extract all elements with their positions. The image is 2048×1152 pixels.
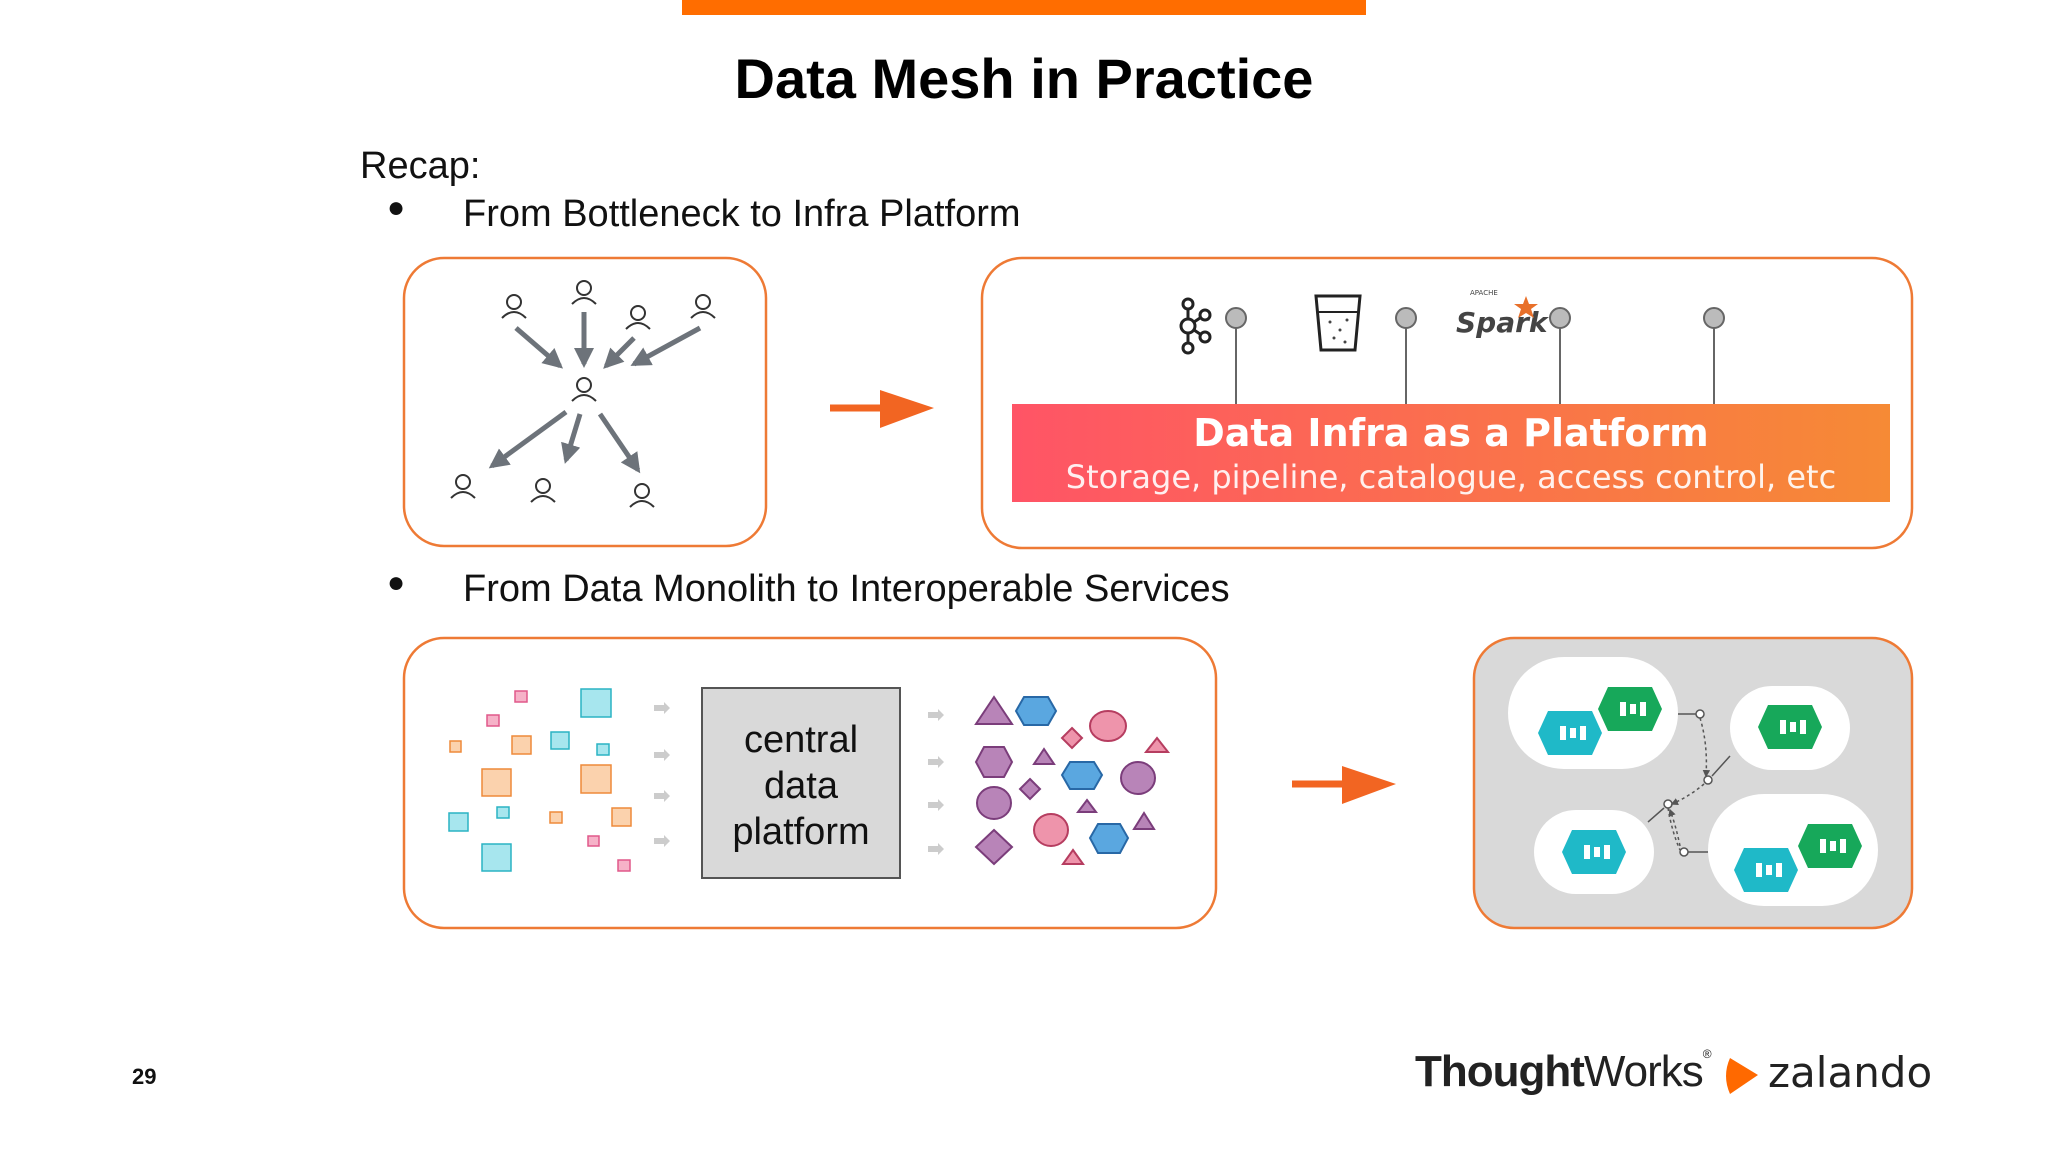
person-icon (501, 294, 527, 319)
small-gray-arrows-in (654, 702, 670, 847)
scattered-data-squares (448, 688, 632, 872)
top-accent-bar (682, 0, 1366, 15)
infra-platform-subheading: Storage, pipeline, catalogue, access con… (1066, 458, 1836, 496)
thoughtworks-logo: ThoughtWorks® (1415, 1047, 1712, 1097)
person-icon (571, 377, 597, 402)
person-icon (530, 478, 556, 503)
thoughtworks-bold-text: Thought (1415, 1047, 1585, 1096)
thoughtworks-works: Works (1583, 1047, 1704, 1096)
service-connections (1647, 709, 1731, 857)
platform-pins (1225, 307, 1725, 404)
slide-title: Data Mesh in Practice (734, 47, 1314, 110)
central-data-platform-box (701, 687, 901, 879)
central-line-2: data (764, 765, 839, 807)
bullet-text: From Bottleneck to Infra Platform (463, 193, 1021, 235)
kafka-icon (1179, 297, 1212, 355)
zalando-logo-icon (1726, 1058, 1758, 1094)
service-port-icons (1560, 702, 1846, 877)
infra-platform-heading: Data Infra as a Platform (1193, 411, 1709, 455)
person-icon (625, 305, 651, 330)
transition-arrow (830, 390, 934, 428)
registered-mark: ® (1702, 1047, 1712, 1061)
infra-platform-bar (1012, 404, 1890, 502)
bottleneck-arrows (488, 312, 702, 474)
central-line-3: platform (732, 811, 869, 853)
thoughtworks-regular-text: Works® (1583, 1047, 1712, 1096)
colored-data-shapes (974, 695, 1171, 866)
bullet-dot: ● (387, 191, 406, 224)
person-icon (690, 294, 716, 319)
recap-label: Recap: (360, 145, 481, 187)
small-gray-arrows-out (928, 709, 944, 855)
person-icon (629, 483, 655, 508)
spark-label: Spark (1456, 306, 1550, 339)
zalando-wordmark: zalando (1768, 1048, 1933, 1097)
storage-bucket-icon (1314, 294, 1362, 352)
bullet-text: From Data Monolith to Interoperable Serv… (463, 568, 1230, 610)
person-icon (450, 474, 476, 499)
page-number: 29 (132, 1064, 157, 1089)
person-icon (571, 280, 597, 305)
spark-logo: APACHE Spark (1456, 289, 1550, 339)
central-line-1: central (744, 719, 858, 761)
bottleneck-diagram (450, 280, 716, 508)
spark-small-label: APACHE (1470, 289, 1498, 297)
infra-platform-panel (980, 256, 1914, 550)
bottleneck-panel (402, 256, 768, 548)
bullet-dot: ● (387, 566, 406, 599)
transition-arrow (1292, 766, 1396, 804)
